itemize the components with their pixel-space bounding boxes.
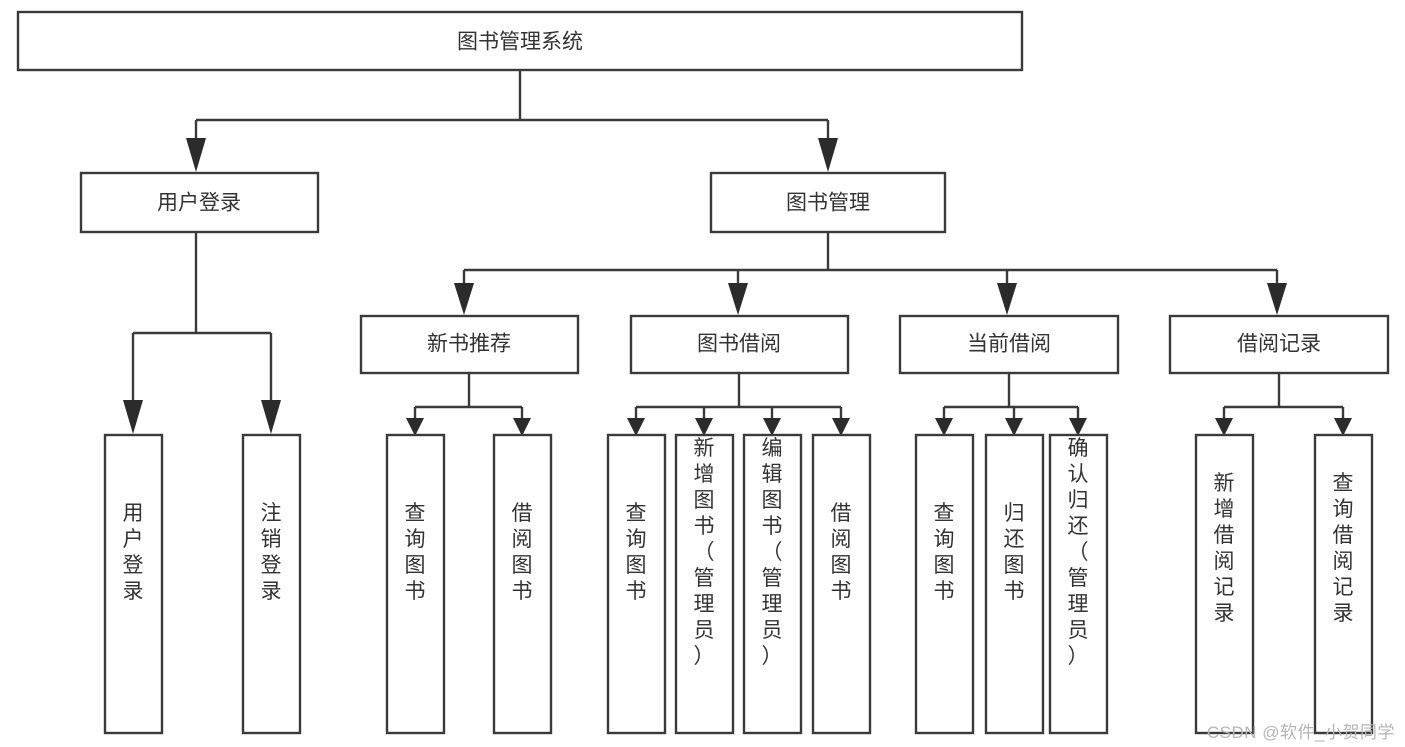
leaf-borrow-3-label: 编辑图书（管理员） (762, 437, 783, 668)
connector-layer (131, 70, 1345, 420)
leaf-record-1[interactable]: 新增借阅记录 (1194, 433, 1255, 735)
arrowhead-borrow-leaf-2 (695, 418, 713, 436)
arrowhead-user-login (186, 138, 206, 172)
leaf-user-login-2-box[interactable] (241, 433, 302, 735)
leaf-borrow-2[interactable]: 新增图书（管理员） (674, 433, 735, 735)
node-new-book-recommend-box[interactable] (359, 314, 580, 375)
leaf-user-login-2-label: 注销登录 (261, 502, 282, 603)
node-book-borrow-label: 图书借阅 (697, 333, 781, 356)
leaf-record-2-box[interactable] (1313, 433, 1374, 735)
node-current-borrow-label: 当前借阅 (967, 333, 1051, 356)
leaf-borrow-2-label: 新增图书（管理员） (694, 437, 715, 668)
arrowhead-borrow-leaf-4 (832, 418, 850, 436)
leaf-borrow-4-box[interactable] (811, 433, 872, 735)
leaf-borrow-1-box[interactable] (606, 433, 667, 735)
leaf-borrow-3[interactable]: 编辑图书（管理员） (742, 433, 803, 735)
leaf-borrow-1[interactable]: 查询图书 (606, 433, 667, 735)
arrowhead-record (1267, 283, 1287, 315)
leaf-record-1-box[interactable] (1194, 433, 1255, 735)
leaf-recommend-2-label: 借阅图书 (512, 502, 533, 603)
leaf-current-3[interactable]: 确认归还（管理员） (1048, 433, 1109, 735)
leaf-current-1[interactable]: 查询图书 (914, 433, 975, 735)
arrowhead-recommend-leaf-2 (513, 418, 531, 436)
leaf-borrow-1-label: 查询图书 (626, 502, 647, 603)
arrowhead-borrow-leaf-3 (763, 418, 781, 436)
leaf-recommend-1[interactable]: 查询图书 (385, 433, 446, 735)
leaf-current-3-label: 确认归还（管理员） (1068, 437, 1089, 668)
leaf-user-login-1-label: 用户登录 (123, 502, 144, 603)
arrowhead-current (997, 283, 1017, 315)
arrowhead-book-mgmt (818, 138, 838, 172)
leaf-current-2-label: 归还图书 (1004, 502, 1025, 603)
node-book-management-label: 图书管理 (786, 192, 870, 215)
leaf-user-login-2[interactable]: 注销登录 (241, 433, 302, 735)
leaf-recommend-2[interactable]: 借阅图书 (492, 433, 553, 735)
node-root[interactable]: 图书管理系统 (16, 10, 1024, 72)
node-root-label: 图书管理系统 (457, 31, 583, 54)
arrowhead-recommend (454, 283, 474, 315)
node-current-borrow[interactable]: 当前借阅 (898, 314, 1120, 375)
node-current-borrow-box[interactable] (898, 314, 1120, 375)
leaf-user-login-1[interactable]: 用户登录 (103, 433, 164, 735)
node-borrow-record-label: 借阅记录 (1237, 333, 1321, 356)
arrowhead-current-leaf-3 (1069, 418, 1087, 436)
arrowhead-current-leaf-1 (935, 418, 953, 436)
leaf-user-login-1-box[interactable] (103, 433, 164, 735)
leaf-borrow-4-label: 借阅图书 (831, 502, 852, 603)
csdn-watermark: CSDN @软件_小贺同学 (1206, 723, 1395, 742)
leaf-record-1-label: 新增借阅记录 (1214, 472, 1235, 625)
leaf-record-2-label: 查询借阅记录 (1333, 472, 1354, 625)
node-root-box[interactable] (16, 10, 1024, 72)
node-book-borrow[interactable]: 图书借阅 (629, 314, 850, 375)
node-user-login-label: 用户登录 (157, 192, 241, 215)
arrowhead-borrow (728, 283, 748, 315)
node-new-book-recommend-label: 新书推荐 (427, 333, 511, 356)
arrowhead-recommend-leaf-1 (406, 418, 424, 436)
arrowhead-record-leaf-1 (1215, 418, 1233, 436)
arrowhead-layer (123, 138, 1352, 436)
leaf-borrow-3-box[interactable] (742, 433, 803, 735)
arrowhead-leaf-logout (261, 400, 281, 434)
leaf-recommend-1-label: 查询图书 (405, 502, 426, 603)
leaf-borrow-4[interactable]: 借阅图书 (811, 433, 872, 735)
arrowhead-leaf-user-login (123, 400, 143, 434)
node-user-login-box[interactable] (79, 171, 320, 234)
arrowhead-record-leaf-2 (1334, 418, 1352, 436)
arrowhead-borrow-leaf-1 (627, 418, 645, 436)
leaf-borrow-2-box[interactable] (674, 433, 735, 735)
leaf-recommend-1-box[interactable] (385, 433, 446, 735)
leaf-current-1-box[interactable] (914, 433, 975, 735)
leaf-current-3-box[interactable] (1048, 433, 1109, 735)
node-book-management-box[interactable] (709, 171, 947, 234)
node-new-book-recommend[interactable]: 新书推荐 (359, 314, 580, 375)
node-book-borrow-box[interactable] (629, 314, 850, 375)
node-borrow-record[interactable]: 借阅记录 (1168, 314, 1390, 375)
leaf-current-1-label: 查询图书 (934, 502, 955, 603)
node-borrow-record-box[interactable] (1168, 314, 1390, 375)
leaf-current-2-box[interactable] (984, 433, 1045, 735)
leaf-record-2[interactable]: 查询借阅记录 (1313, 433, 1374, 735)
node-user-login[interactable]: 用户登录 (79, 171, 320, 234)
arrowhead-current-leaf-2 (1005, 418, 1023, 436)
node-book-management[interactable]: 图书管理 (709, 171, 947, 234)
leaf-recommend-2-box[interactable] (492, 433, 553, 735)
leaf-current-2[interactable]: 归还图书 (984, 433, 1045, 735)
